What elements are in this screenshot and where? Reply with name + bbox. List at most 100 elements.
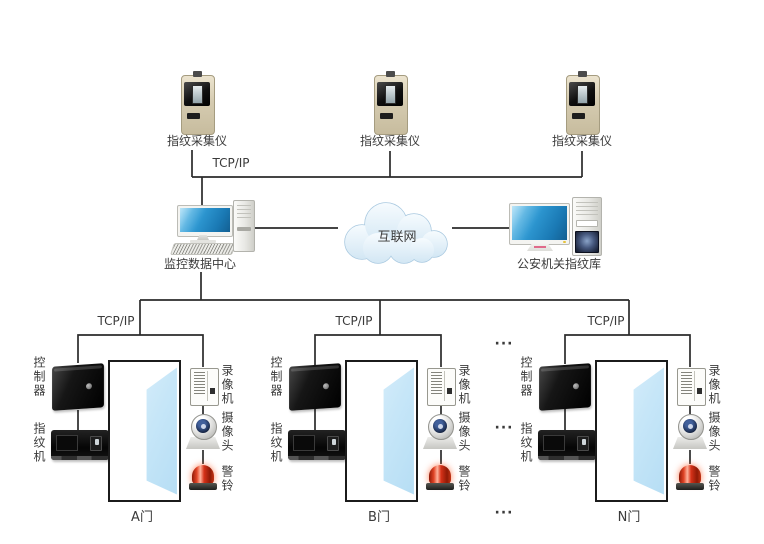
controller-label: 控制器	[269, 356, 283, 398]
camera-device	[678, 414, 704, 440]
reader-base	[538, 456, 596, 460]
controller-label: 控制器	[519, 356, 533, 398]
ellipsis-top: ···	[494, 336, 514, 352]
monitor-power-led	[563, 241, 566, 243]
ellipsis-bottom: ···	[494, 505, 514, 521]
tower-drive-bay	[237, 227, 251, 231]
collector-card-slot	[187, 113, 200, 119]
monitor-base	[190, 240, 216, 243]
reader-finger-icon	[582, 439, 586, 445]
access-controller-device	[289, 363, 341, 411]
camera-lens-center	[438, 424, 443, 429]
data-center-label: 监控数据中心	[163, 257, 236, 271]
police-db-label: 公安机关指纹库	[516, 257, 601, 271]
reader-finger-icon	[332, 439, 336, 445]
camera-lens-center	[688, 424, 693, 429]
camera-base	[673, 437, 707, 449]
alarm-bell-base	[189, 483, 217, 490]
internet-cloud	[344, 202, 448, 264]
video-recorder-device	[190, 368, 219, 406]
collector-scanner-panel	[569, 82, 595, 106]
monitor-stand	[197, 235, 209, 240]
reader-screen	[56, 435, 78, 451]
tcpip-label-door-a: TCP/IP	[97, 314, 135, 328]
camera-label: 摄像头	[220, 411, 234, 453]
access-controller-device	[539, 363, 591, 411]
fingerprint-reader-device	[538, 430, 596, 460]
camera-device	[191, 414, 217, 440]
tower-vents	[576, 202, 598, 216]
fingerprint-reader-label: 指纹机	[269, 422, 283, 464]
recorder-button	[697, 388, 702, 394]
alarm-bell-base	[676, 483, 704, 490]
door-unit-b: 控制器 指纹机 录像机 摄像头 警铃 B门	[268, 352, 480, 532]
police-db-monitor	[509, 203, 570, 245]
reader-screen	[543, 435, 565, 451]
tower-drive-bay	[576, 220, 598, 227]
controller-top-edge	[541, 365, 589, 372]
camera-label: 摄像头	[457, 411, 471, 453]
fingerprint-reader-label: 指纹机	[519, 422, 533, 464]
door-shape	[595, 360, 668, 502]
collector-antenna	[193, 71, 202, 77]
keyboard	[170, 243, 236, 255]
fingerprint-collector-device-3	[566, 71, 600, 135]
collector-antenna	[578, 71, 587, 77]
recorder-divider	[444, 371, 445, 401]
ellipsis-middle: ···	[494, 420, 514, 436]
door-name-b: B门	[368, 510, 390, 525]
recorder-vents	[681, 372, 692, 396]
fingerprint-reader-device	[288, 430, 346, 460]
recorder-button	[210, 388, 215, 394]
door-unit-n: 控制器 指纹机 录像机 摄像头 警铃 N门	[518, 352, 730, 532]
recorder-label: 录像机	[707, 364, 721, 406]
police-db-tower	[572, 197, 602, 256]
collector-card-slot	[572, 113, 585, 119]
reader-base	[288, 456, 346, 460]
tower-vents	[237, 205, 251, 219]
camera-base	[186, 437, 220, 449]
collector-scanner-panel	[184, 82, 210, 106]
controller-led	[572, 383, 579, 390]
recorder-vents	[194, 372, 205, 396]
tcpip-label-top: TCP/IP	[212, 156, 250, 170]
fingerprint-reader-label: 指纹机	[32, 422, 46, 464]
alarm-bell-device	[679, 465, 701, 484]
fingerprint-reader-device	[51, 430, 109, 460]
camera-base	[423, 437, 457, 449]
access-controller-device	[52, 363, 104, 411]
internet-label: 互联网	[377, 230, 417, 245]
reader-screen	[293, 435, 315, 451]
door-name-a: A门	[131, 510, 153, 525]
door-unit-a: 控制器 指纹机 录像机 摄像头 警铃 A门	[31, 352, 243, 532]
tcpip-label-door-b: TCP/IP	[335, 314, 373, 328]
collector-label-1: 指纹采集仪	[166, 134, 227, 148]
alarm-label: 警铃	[457, 465, 471, 493]
collector-label-2: 指纹采集仪	[359, 134, 420, 148]
video-recorder-device	[427, 368, 456, 406]
collector-scanner-panel	[377, 82, 403, 106]
collector-antenna	[386, 71, 395, 77]
fingerprint-sensor-window	[385, 85, 396, 104]
alarm-bell-device	[192, 465, 214, 484]
recorder-label: 录像机	[457, 364, 471, 406]
alarm-bell-base	[426, 483, 454, 490]
controller-led	[85, 383, 92, 390]
video-recorder-device	[677, 368, 706, 406]
controller-top-edge	[54, 365, 102, 372]
tcpip-label-door-n: TCP/IP	[587, 314, 625, 328]
camera-lens-center	[201, 424, 206, 429]
alarm-label: 警铃	[707, 465, 721, 493]
recorder-divider	[694, 371, 695, 401]
recorder-vents	[431, 372, 442, 396]
controller-top-edge	[291, 365, 339, 372]
collector-label-3: 指纹采集仪	[551, 134, 612, 148]
fingerprint-sensor-window	[577, 85, 588, 104]
alarm-label: 警铃	[220, 465, 234, 493]
camera-device	[428, 414, 454, 440]
recorder-divider	[207, 371, 208, 401]
data-center-monitor	[177, 205, 233, 237]
fingerprint-display-panel	[575, 231, 599, 253]
fingerprint-collector-device-2	[374, 71, 408, 135]
